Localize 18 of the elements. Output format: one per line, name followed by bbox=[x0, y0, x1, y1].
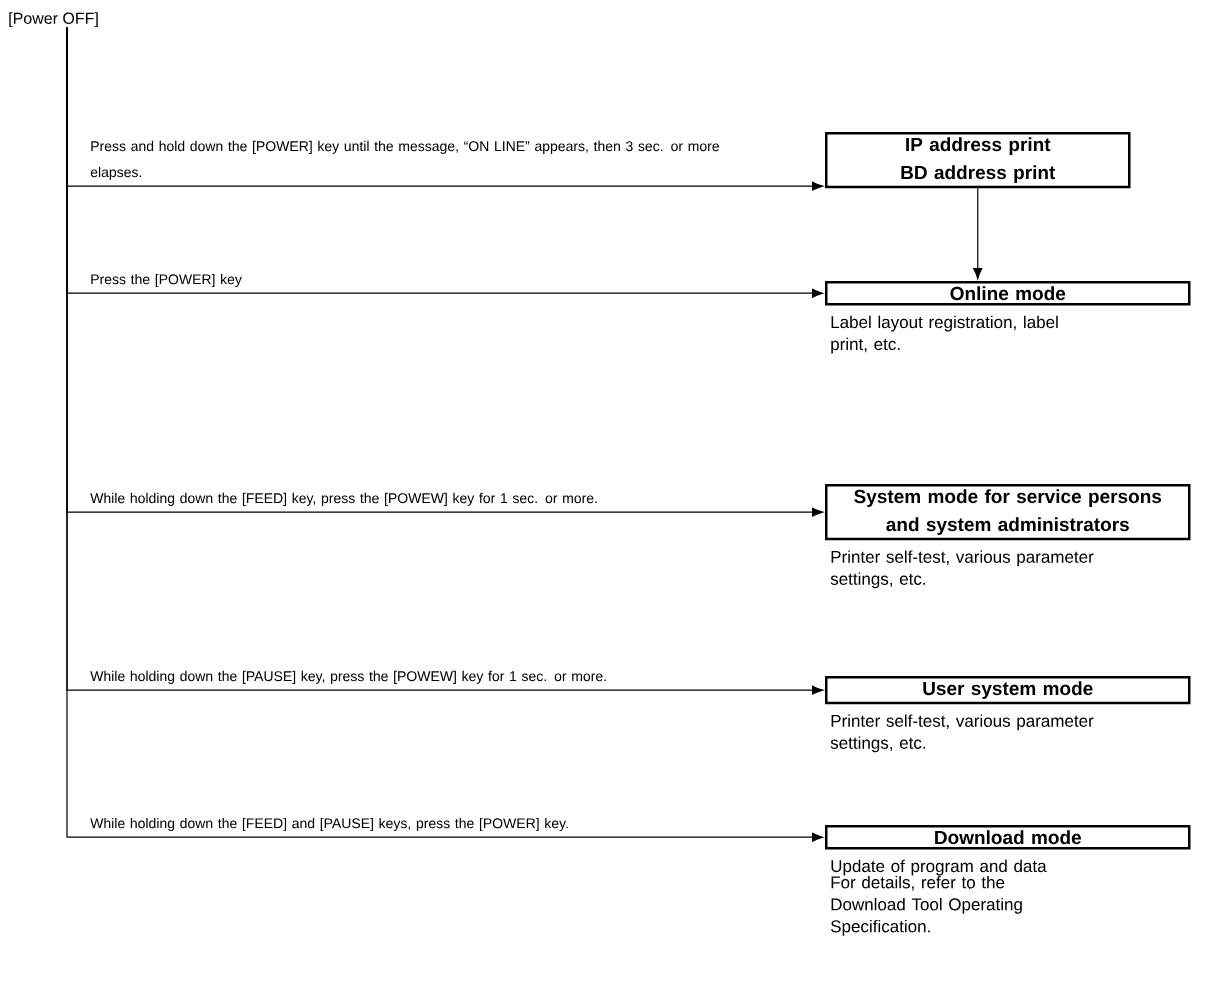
mode-description: Printer self-test, various parameter settings, etc. bbox=[830, 714, 1094, 753]
mode-description: Label layout registration, label print, etc. bbox=[831, 315, 1058, 354]
mode-box: System mode for service persons and system administrators bbox=[825, 484, 1191, 541]
edge-label: Press the [POWER] key bbox=[91, 273, 242, 287]
edge-label: While holding down the [FEED] key, press the [POWEW] key for 1 sec. or more. bbox=[90, 492, 597, 506]
start-label: [Power OFF] bbox=[9, 12, 98, 28]
mode-description: Update of program and data bbox=[831, 859, 1047, 876]
mode-description: For details, refer to the Download Tool Operating Specification. bbox=[831, 875, 1022, 936]
mode-box: IP address print BD address print bbox=[825, 132, 1131, 189]
mode-box: User system mode bbox=[825, 676, 1191, 705]
arrow bbox=[66, 26, 824, 842]
arrow bbox=[973, 187, 983, 280]
edge-label: Press and hold down the [POWER] key until the message, “ON LINE” appears, then 3 sec. or more elapses. bbox=[90, 140, 719, 180]
mode-box: Download mode bbox=[825, 825, 1191, 850]
edge-label: While holding down the [FEED] and [PAUSE] keys, press the [POWER] key. bbox=[90, 817, 568, 831]
mode-description: Printer self-test, various parameter settings, etc. bbox=[830, 550, 1094, 589]
edge-label: While holding down the [PAUSE] key, press the [POWEW] key for 1 sec. or more. bbox=[90, 670, 606, 684]
mode-box: Online mode bbox=[825, 281, 1191, 306]
